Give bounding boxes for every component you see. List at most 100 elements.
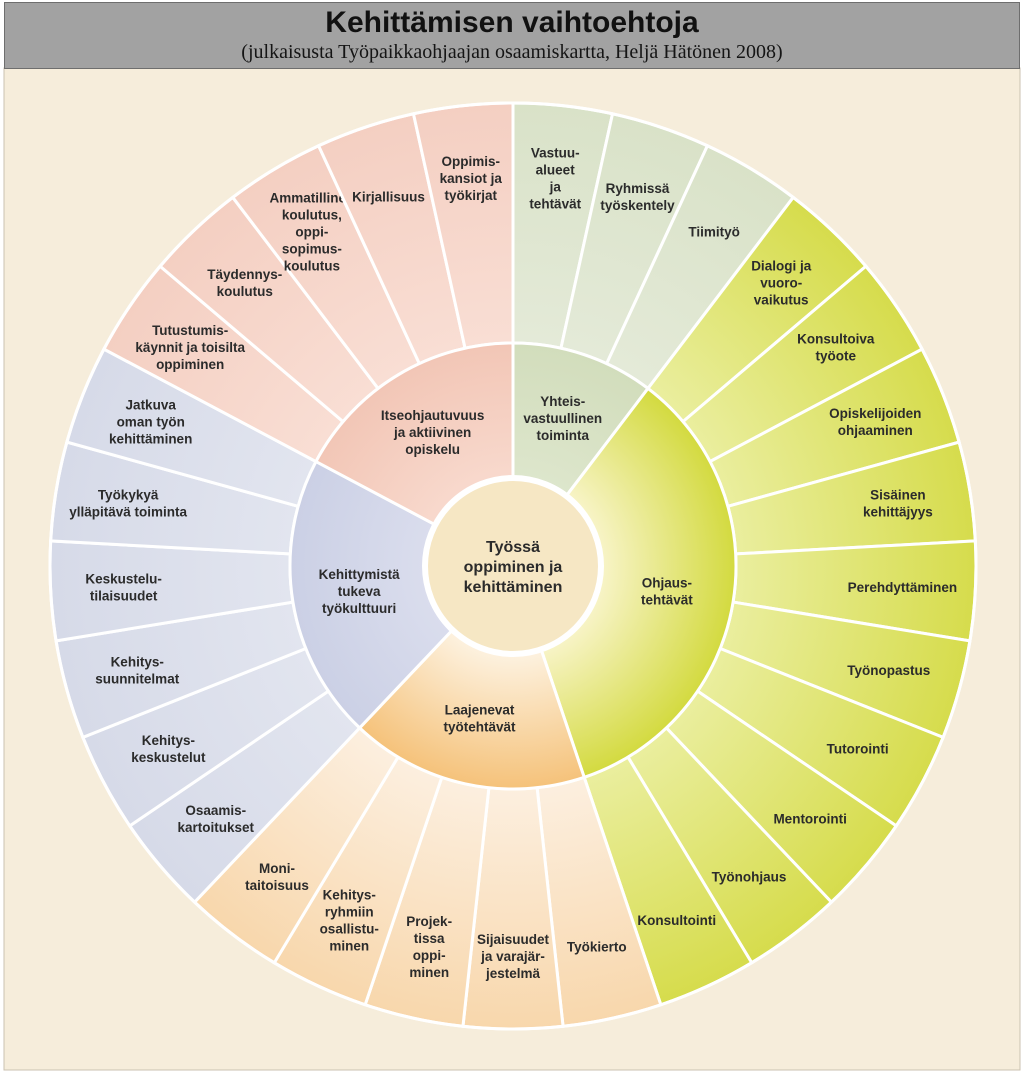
outer-segment-label-line: Mentorointi [773, 811, 847, 826]
outer-segment-label-line: taitoisuus [245, 878, 309, 893]
outer-group: Vastuu-alueet ja tehtävät Ryhmissä työskente… [511, 101, 796, 391]
outer-segment-label-line: ohjaaminen [838, 423, 913, 438]
outer-segment-label-line: Työkierto [567, 940, 627, 955]
outer-segment-label: Täydennys-koulutus [207, 267, 282, 299]
outer-segment-label-line: suunnitelmat [95, 672, 180, 687]
outer-segment-label-line: ryhmiin [325, 904, 374, 919]
outer-segment-label-line: jestelmä [485, 966, 541, 981]
outer-segment-label-line: Kirjallisuus [352, 189, 425, 204]
outer-segment-label-line: Moni- [259, 861, 295, 876]
outer-segment-label-line: Ryhmissä [606, 181, 670, 196]
outer-segment-label: Vastuu-alueet ja tehtävät [529, 146, 581, 212]
outer-segment-label: Opiskelijoiden ohjaaminen [829, 406, 921, 438]
outer-segment-label-line: Ammatillinen [270, 191, 355, 206]
outer-segment-label: Kehitys-suunnitelmat [95, 655, 180, 687]
outer-segment-label-line: Konsultoiva [797, 332, 875, 347]
outer-segment-label-line: Projek- [406, 914, 452, 929]
outer-segment-label-line: Sijaisuudet [477, 932, 550, 947]
outer-segment-label-line: keskustelut [131, 750, 206, 765]
middle-sector-label: Ohjaus-tehtävät [641, 576, 693, 608]
middle-sector-label-line: Yhteis- [540, 394, 585, 409]
page-title: Kehittämisen vaihtoehtoja [325, 6, 699, 39]
outer-segment-label-line: osallistu- [320, 921, 379, 936]
outer-segment-label-line: ja [549, 180, 562, 195]
wheel-outline [48, 101, 978, 1031]
outer-segment-label-line: Konsultointi [637, 913, 716, 928]
outer-segment-label-line: työote [816, 349, 857, 364]
outer-segment-label: Osaamis-kartoitukset [178, 803, 255, 835]
middle-sector-label-line: Itseohjautuvuus [381, 408, 485, 423]
outer-segment-label-line: kartoitukset [178, 820, 255, 835]
outer-segment-label-line: Jatkuva [126, 398, 177, 413]
outer-segment-label-line: työskentely [600, 198, 675, 213]
center-label: Työssä oppiminen ja kehittäminen [464, 539, 563, 596]
outer-segment-label-line: vuoro- [760, 276, 802, 291]
outer-ring: Vastuu-alueet ja tehtävät Ryhmissä työskente… [48, 101, 978, 1031]
outer-segment-label-line: Vastuu- [531, 146, 580, 161]
outer-segment-label-line: Oppimis- [442, 154, 501, 169]
outer-segment-label-line: oppi- [413, 948, 446, 963]
outer-segment-label-line: Tutorointi [827, 742, 889, 757]
center-label-line: Työssä [486, 539, 540, 556]
outer-segment-label: Tutorointi [827, 742, 889, 757]
center-label-line: kehittäminen [464, 579, 563, 596]
middle-sector-label-line: toiminta [537, 428, 590, 443]
middle-sector-label-line: opiskelu [405, 442, 460, 457]
outer-segment-label-line: Perehdyttäminen [848, 580, 958, 595]
outer-segment-label-line: alueet [536, 163, 576, 178]
middle-sector: Ohjaus-tehtävät [539, 386, 738, 780]
center-hub: Työssä oppiminen ja kehittäminen [422, 475, 604, 657]
outer-segment-label-line: Täydennys- [207, 267, 282, 282]
page-subtitle: (julkaisusta Työpaikkaohjaajan osaamiska… [241, 41, 783, 63]
outer-segment-label-line: tilaisuudet [90, 589, 158, 604]
middle-sector: Itseohjautuvuus ja aktiivinen opiskelu [313, 341, 515, 527]
outer-segment-label: Tiimityö [688, 225, 740, 240]
outer-segment-label-line: Tutustumis- [152, 323, 228, 338]
outer-segment-label-line: kansiot ja [440, 171, 503, 186]
middle-sector-label-line: tehtävät [641, 593, 693, 608]
outer-segment-label-line: Opiskelijoiden [829, 406, 921, 421]
outer-segment-label: Kirjallisuus [352, 189, 425, 204]
outer-segment-label-line: ja varajär- [480, 949, 545, 964]
outer-segment-label-line: Keskustelu- [85, 572, 162, 587]
outer-segment-label-line: oman työn [117, 415, 185, 430]
middle-sector-label-line: työkulttuuri [322, 601, 396, 616]
outer-segment-label: Ryhmissä työskentely [600, 181, 675, 213]
middle-sector-label: Itseohjautuvuus ja aktiivinen opiskelu [381, 408, 485, 457]
center-circle [422, 475, 604, 657]
outer-segment-label: Mentorointi [773, 811, 847, 826]
outer-segment-label-line: minen [409, 965, 449, 980]
outer-segment-label-line: Sisäinen [870, 487, 926, 502]
outer-segment-label: Konsultointi [637, 913, 716, 928]
middle-sector-label-line: ja aktiivinen [393, 425, 471, 440]
outer-segment-label-line: sopimus- [282, 242, 342, 257]
outer-segment-label-line: koulutus [284, 259, 340, 274]
outer-segment-label: Työnohjaus [712, 869, 787, 884]
outer-segment-label: Jatkuva oman työn kehittäminen [109, 398, 192, 447]
outer-segment-label-line: Kehitys- [142, 733, 195, 748]
outer-segment-label-line: Työnohjaus [712, 869, 787, 884]
outer-segment-label-line: Kehitys- [111, 655, 164, 670]
outer-segment-label: Työkierto [567, 940, 627, 955]
outer-segment-label-line: kehittäjyys [863, 504, 933, 519]
middle-sector-label-line: Kehittymistä [319, 567, 401, 582]
outer-segment-label-line: tehtävät [529, 197, 581, 212]
outer-segment-label-line: Dialogi ja [751, 259, 812, 274]
center-label-line: oppiminen ja [464, 559, 563, 576]
outer-segment-label-line: minen [329, 938, 369, 953]
outer-segment-label-line: kehittäminen [109, 432, 192, 447]
outer-segment-label-line: Työkykyä [98, 487, 159, 502]
